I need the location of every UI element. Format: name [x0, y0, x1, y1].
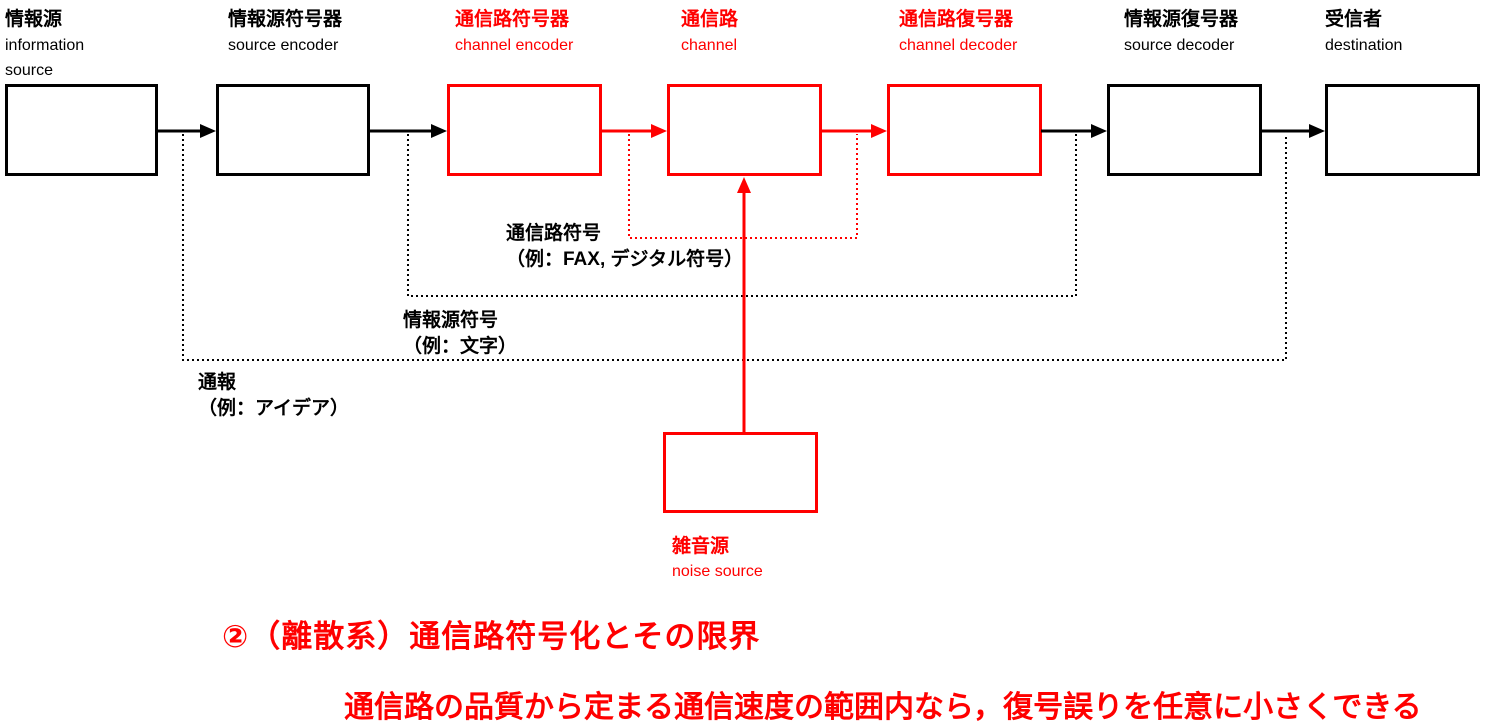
label-destination: 受信者 destination: [1325, 7, 1402, 58]
arrow-noise-to-channel: [737, 177, 751, 432]
label-source-decoder: 情報源復号器 source decoder: [1124, 7, 1238, 58]
label-channel-en: channel: [681, 37, 738, 54]
box-source-encoder: [216, 84, 370, 176]
label-source-decoder-ja: 情報源復号器: [1124, 9, 1239, 30]
arrow-source-to-encoder: [158, 124, 216, 138]
arrow-channel-encoder-to-channel: [602, 124, 667, 138]
slide-heading: ②（離散系）通信路符号化とその限界: [222, 619, 761, 654]
box-information-source: [5, 84, 158, 176]
arrow-encoder-to-channel-encoder: [370, 124, 447, 138]
label-information-source: 情報源 information source: [5, 7, 84, 83]
label-channel-decoder-ja: 通信路復号器: [899, 9, 1014, 30]
box-channel-decoder: [887, 84, 1042, 176]
annotation-source-code-example: （例：文字）: [403, 336, 518, 357]
box-destination: [1325, 84, 1480, 176]
label-destination-ja: 受信者: [1325, 9, 1383, 30]
label-noise-source-en: noise source: [672, 563, 763, 580]
annotation-channel-code-example: （例：FAX, デジタル符号）: [506, 249, 744, 270]
label-channel-encoder-ja: 通信路符号器: [455, 9, 570, 30]
label-channel-encoder-en: channel encoder: [455, 37, 574, 54]
annotation-message-example: （例：アイデア）: [198, 398, 350, 419]
annotation-channel-code: 通信路符号 （例：FAX, デジタル符号）: [506, 221, 743, 273]
label-channel-encoder: 通信路符号器 channel encoder: [455, 7, 573, 58]
label-channel-decoder: 通信路復号器 channel decoder: [899, 7, 1017, 58]
box-channel-encoder: [447, 84, 602, 176]
label-source-decoder-en: source decoder: [1124, 37, 1235, 54]
label-information-source-ja: 情報源: [5, 9, 63, 30]
label-noise-source: 雑音源 noise source: [672, 534, 763, 584]
label-source-encoder: 情報源符号器 source encoder: [228, 7, 342, 58]
arrow-channel-to-channel-decoder: [821, 124, 887, 138]
annotation-message: 通報 （例：アイデア）: [198, 370, 349, 422]
box-channel: [667, 84, 822, 176]
label-channel-decoder-en: channel decoder: [899, 37, 1018, 54]
annotation-message-title: 通報: [198, 372, 237, 393]
label-destination-en: destination: [1325, 37, 1403, 54]
box-noise-source: [663, 432, 818, 513]
label-source-encoder-ja: 情報源符号器: [228, 9, 343, 30]
label-channel: 通信路 channel: [681, 7, 738, 58]
annotation-channel-code-title: 通信路符号: [506, 223, 602, 244]
arrow-channel-decoder-to-source-decoder: [1041, 124, 1107, 138]
arrow-source-decoder-to-destination: [1262, 124, 1325, 138]
annotation-source-code-title: 情報源符号: [403, 310, 499, 331]
label-channel-ja: 通信路: [681, 9, 739, 30]
slide-subtitle: 通信路の品質から定まる通信速度の範囲内なら，復号誤りを任意に小さくできる: [344, 691, 1422, 724]
box-source-decoder: [1107, 84, 1262, 176]
annotation-source-code: 情報源符号 （例：文字）: [403, 308, 517, 360]
label-noise-source-ja: 雑音源: [672, 536, 730, 557]
label-source-encoder-en: source encoder: [228, 37, 339, 54]
label-information-source-en: information source: [5, 37, 85, 79]
